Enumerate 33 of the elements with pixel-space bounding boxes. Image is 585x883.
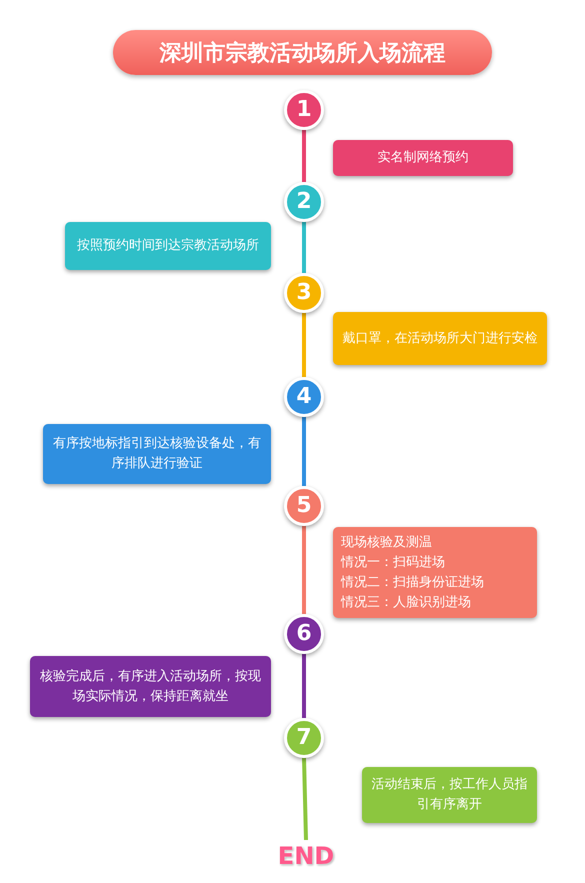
- step-text: 情况一：扫码进场: [341, 554, 446, 572]
- end-text: END: [266, 840, 346, 872]
- connector-line: [302, 654, 306, 718]
- step-box: [30, 656, 271, 717]
- step-number-circle: 3: [284, 273, 324, 313]
- title-banner: 深圳市宗教活动场所入场流程: [113, 30, 492, 75]
- step-number-circle: 4: [284, 377, 324, 417]
- step-number-circle: 7: [284, 718, 324, 758]
- step-number-circle: 5: [284, 486, 324, 526]
- step-text: 按照预约时间到达宗教活动场所: [76, 237, 260, 255]
- connector-line: [302, 130, 306, 182]
- step-text: 情况三：人脸识别进场: [341, 594, 472, 612]
- connector-line: [302, 417, 306, 486]
- step-box: [333, 140, 513, 176]
- connector-line: [302, 222, 306, 273]
- connector-line: [302, 758, 308, 840]
- step-text: 有序按地标指引到达核验设备处，有序排队进行验证: [52, 435, 262, 473]
- connector-line: [302, 526, 306, 614]
- step-number-circle: 6: [284, 614, 324, 654]
- step-text: 实名制网络预约: [376, 149, 470, 167]
- connector-line: [302, 313, 306, 377]
- step-text: 情况二：扫描身份证进场: [341, 574, 485, 592]
- step-box: [43, 424, 271, 484]
- step-number-circle: 1: [284, 90, 324, 130]
- step-text: 活动结束后，按工作人员指引有序离开: [370, 776, 528, 814]
- step-text: 核验完成后，有序进入活动场所，按现场实际情况，保持距离就坐: [39, 668, 262, 706]
- step-box: [333, 312, 547, 365]
- step-number-circle: 2: [284, 182, 324, 222]
- step-text: 现场核验及测温: [341, 534, 433, 552]
- step-box: [65, 222, 271, 270]
- step-box: [333, 527, 537, 618]
- step-text: 戴口罩，在活动场所大门进行安检: [342, 330, 538, 348]
- step-box: [362, 767, 537, 823]
